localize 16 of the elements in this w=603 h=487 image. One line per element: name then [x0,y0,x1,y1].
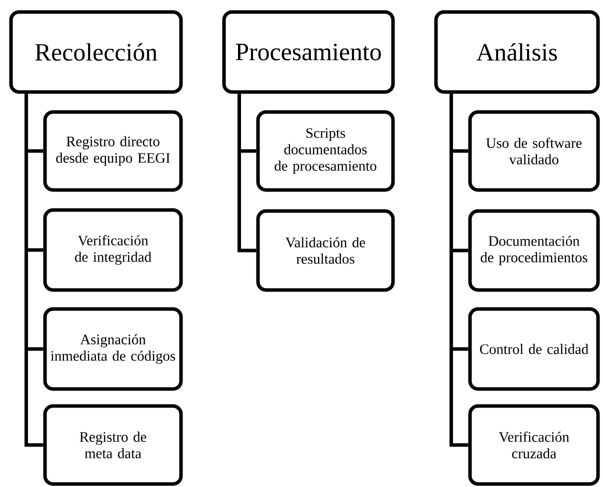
connector-line [238,92,256,252]
step-box: Documentación de procedimientos [468,209,600,292]
step-box: Asignación inmediata de códigos [43,307,183,391]
category-box: Procesamiento [222,10,395,94]
connector-line [24,92,44,447]
step-box: Registro directo desde equipo EEGI [43,110,183,192]
step-box: Uso de software validado [468,110,600,192]
step-box: Scripts documentados de procesamiento [256,110,395,192]
step-box: Verificación cruzada [468,404,600,486]
step-box: Registro de meta data [43,404,183,486]
connector-line [450,92,468,447]
category-box: Análisis [434,10,600,94]
step-box: Control de calidad [468,307,600,391]
step-box: Validación de resultados [256,209,395,292]
step-box: Verificación de integridad [43,208,183,292]
category-box: Recolección [9,10,183,94]
